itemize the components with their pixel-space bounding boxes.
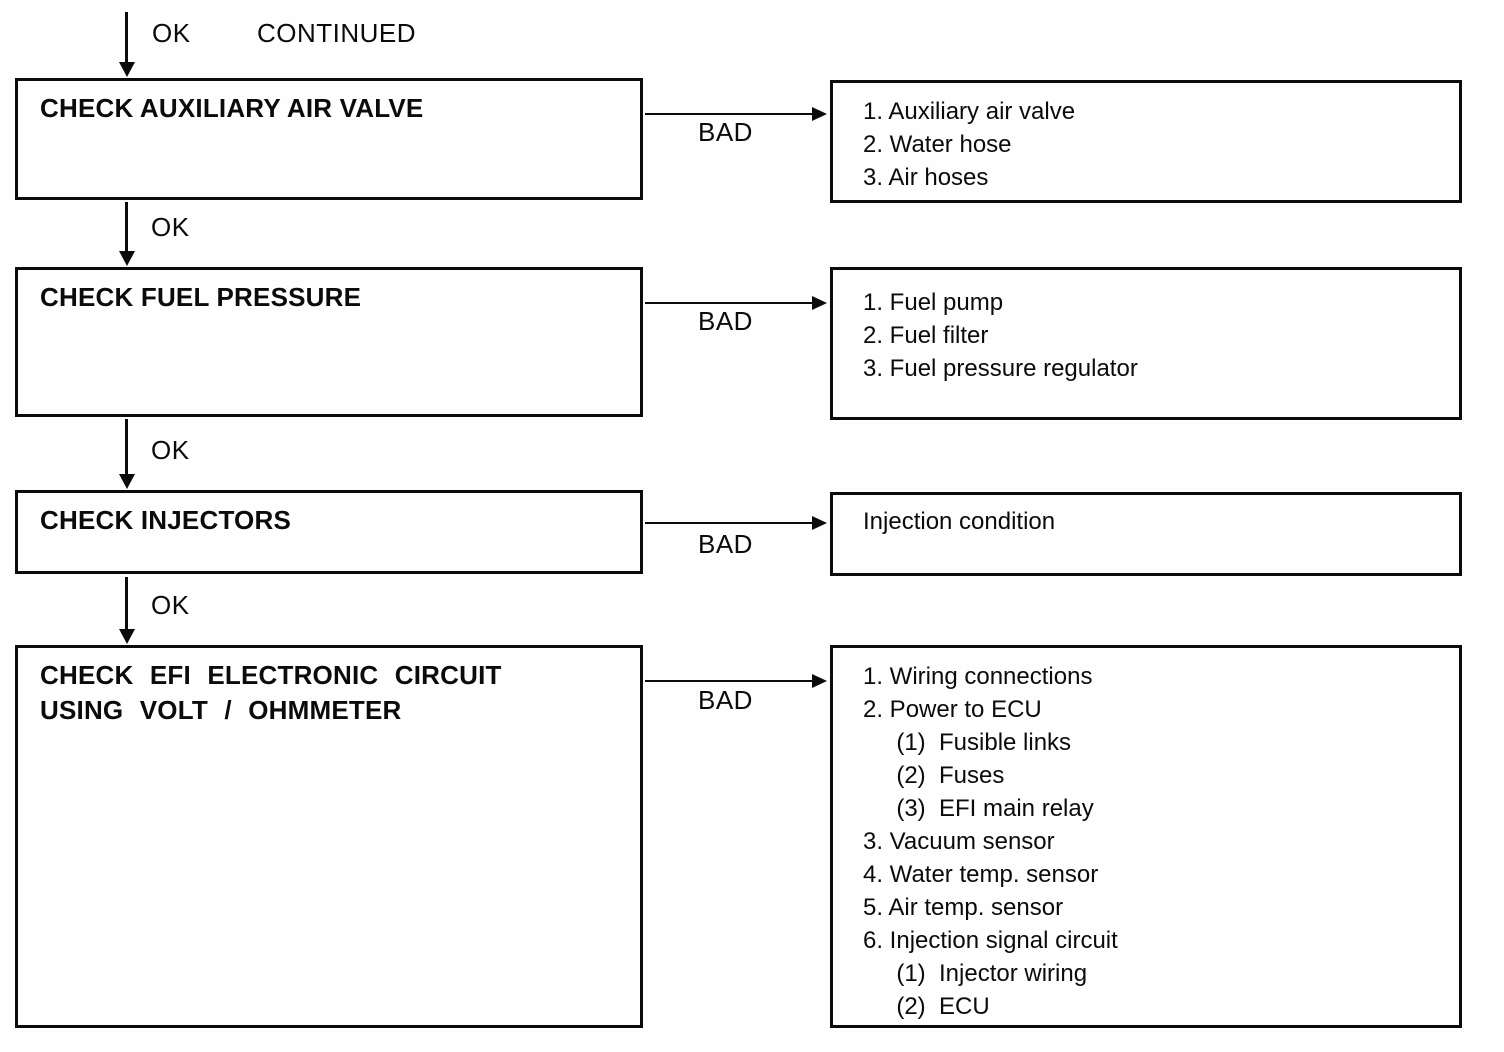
- cause-item: 3. Air hoses: [863, 164, 989, 191]
- cause-item: (2) Fuses: [863, 762, 1005, 789]
- cause-item: 2. Fuel filter: [863, 322, 989, 349]
- ok-flow-line: [125, 202, 128, 251]
- cause-item: (1) Injector wiring: [863, 960, 1088, 987]
- cause-item: 3. Fuel pressure regulator: [863, 355, 1138, 382]
- node-check-efi-electronic-circuit: CHECK EFI ELECTRONIC CIRCUIT USING VOLT …: [15, 645, 643, 1028]
- arrowhead-right-icon: [812, 674, 827, 688]
- cause-item: 6. Injection signal circuit: [863, 927, 1118, 954]
- incoming-ok-label: OK: [152, 18, 191, 48]
- cause-item: 5. Air temp. sensor: [863, 894, 1064, 921]
- bad-arrow-line: [645, 522, 813, 524]
- node-title: CHECK EFI ELECTRONIC CIRCUIT USING VOLT …: [40, 660, 502, 725]
- cause-item: (2) ECU: [863, 993, 990, 1020]
- arrowhead-down-icon: [119, 474, 135, 489]
- arrowhead-down-icon: [119, 251, 135, 266]
- ok-flow-line: [125, 577, 128, 629]
- result-box-auxiliary-air-valve: 1. Auxiliary air valve 2. Water hose 3. …: [830, 80, 1462, 203]
- cause-item: 2. Water hose: [863, 131, 1012, 158]
- bad-label: BAD: [698, 529, 753, 559]
- continued-label: CONTINUED: [257, 18, 417, 48]
- node-check-auxiliary-air-valve: CHECK AUXILIARY AIR VALVE: [15, 78, 643, 200]
- arrowhead-right-icon: [812, 107, 827, 121]
- node-check-fuel-pressure: CHECK FUEL PRESSURE: [15, 267, 643, 417]
- arrowhead-down-icon: [119, 629, 135, 644]
- bad-arrow-line: [645, 680, 813, 682]
- cause-item: 1. Fuel pump: [863, 289, 1004, 316]
- result-box-injectors: Injection condition: [830, 492, 1462, 576]
- cause-list: 1. Auxiliary air valve 2. Water hose 3. …: [833, 83, 1459, 194]
- arrowhead-right-icon: [812, 516, 827, 530]
- cause-list: Injection condition: [833, 495, 1459, 538]
- node-check-injectors: CHECK INJECTORS: [15, 490, 643, 574]
- cause-item: 1. Auxiliary air valve: [863, 98, 1076, 125]
- cause-item: (1) Fusible links: [863, 729, 1072, 756]
- cause-item: Injection condition: [863, 508, 1056, 535]
- arrowhead-down-icon: [119, 62, 135, 77]
- cause-item: 1. Wiring connections: [863, 663, 1093, 690]
- bad-label: BAD: [698, 685, 753, 715]
- cause-list: 1. Fuel pump 2. Fuel filter 3. Fuel pres…: [833, 270, 1459, 385]
- arrowhead-right-icon: [812, 296, 827, 310]
- ok-label: OK: [151, 212, 190, 242]
- cause-item: 2. Power to ECU: [863, 696, 1042, 723]
- bad-label: BAD: [698, 117, 753, 147]
- cause-item: (3) EFI main relay: [863, 795, 1094, 822]
- bad-arrow-line: [645, 113, 813, 115]
- node-title: CHECK FUEL PRESSURE: [40, 282, 362, 312]
- cause-item: 4. Water temp. sensor: [863, 861, 1099, 888]
- cause-item: 3. Vacuum sensor: [863, 828, 1055, 855]
- bad-arrow-line: [645, 302, 813, 304]
- bad-label: BAD: [698, 306, 753, 336]
- incoming-flow-line: [125, 12, 128, 63]
- result-box-fuel-pressure: 1. Fuel pump 2. Fuel filter 3. Fuel pres…: [830, 267, 1462, 420]
- node-title: CHECK INJECTORS: [40, 505, 292, 535]
- ok-label: OK: [151, 590, 190, 620]
- cause-list: 1. Wiring connections 2. Power to ECU (1…: [833, 648, 1459, 1023]
- ok-flow-line: [125, 419, 128, 475]
- node-title: CHECK AUXILIARY AIR VALVE: [40, 93, 424, 123]
- ok-label: OK: [151, 435, 190, 465]
- result-box-efi-electronic-circuit: 1. Wiring connections 2. Power to ECU (1…: [830, 645, 1462, 1028]
